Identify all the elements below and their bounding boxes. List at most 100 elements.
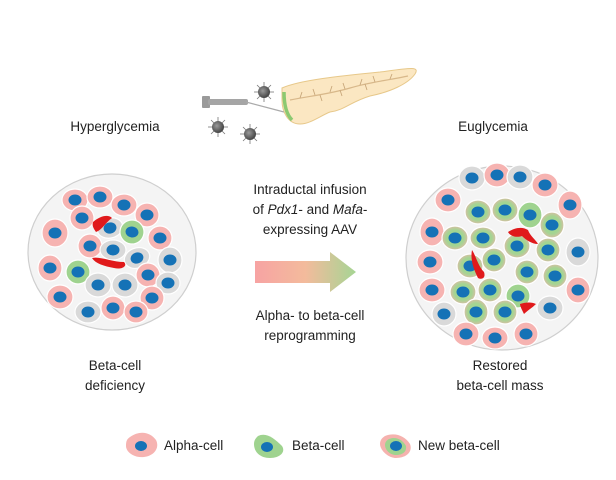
process-line1: Alpha- to beta-cell xyxy=(255,308,365,323)
treatment-line3: expressing AAV xyxy=(262,222,358,237)
beta-cell xyxy=(517,201,543,229)
nucleus xyxy=(520,266,534,278)
nucleus xyxy=(53,291,67,303)
blood-vessel xyxy=(508,227,538,244)
nucleus xyxy=(141,269,155,281)
nucleus xyxy=(548,270,562,282)
alpha-cell xyxy=(557,190,583,220)
treatment-text: - and xyxy=(298,202,333,217)
alpha-cell xyxy=(565,276,591,304)
beta-cell xyxy=(65,259,91,285)
nucleus xyxy=(145,292,159,304)
alpha-cell xyxy=(77,233,103,259)
nucleus xyxy=(545,219,559,231)
nucleus xyxy=(465,172,479,184)
other-cell xyxy=(74,300,102,324)
left-caption-line1: Beta-cell xyxy=(88,358,142,373)
alpha-cell xyxy=(134,202,160,228)
nucleus xyxy=(541,244,555,256)
nucleus xyxy=(140,209,154,221)
newbeta-cell xyxy=(449,279,477,305)
blood-vessel xyxy=(92,215,112,232)
nucleus xyxy=(83,240,97,252)
nucleus xyxy=(118,279,132,291)
nucleus xyxy=(106,244,120,256)
alpha-cell xyxy=(135,262,161,288)
nucleus xyxy=(91,279,105,291)
newbeta-cell xyxy=(441,225,469,251)
right-caption-line2: beta-cell mass xyxy=(456,378,544,393)
alpha-cell xyxy=(139,285,165,311)
nucleus xyxy=(487,254,501,266)
blood-vessel xyxy=(92,257,126,269)
alpha-cell-icon xyxy=(126,432,158,458)
alpha-cell xyxy=(46,284,74,310)
alpha-cell xyxy=(147,225,173,251)
right-caption-line1: Restored xyxy=(472,358,528,373)
reprogramming-arrow xyxy=(255,252,356,292)
legend-new-beta-cell: New beta-cell xyxy=(418,438,500,453)
nucleus xyxy=(488,332,502,344)
nucleus xyxy=(68,194,82,206)
alpha-cell xyxy=(41,218,69,248)
other-cell xyxy=(431,301,457,327)
alpha-cell xyxy=(419,217,445,247)
beta-cell xyxy=(119,219,145,245)
nucleus xyxy=(498,204,512,216)
nucleus xyxy=(498,306,512,318)
nucleus xyxy=(571,284,585,296)
blood-vessel xyxy=(471,250,485,279)
pancreas-illustration xyxy=(281,68,417,125)
treatment-line1: Intraductal infusion xyxy=(253,182,367,197)
newbeta-cell xyxy=(491,197,519,223)
nucleus xyxy=(476,232,490,244)
treatment-text: of xyxy=(252,202,268,217)
other-cell xyxy=(111,272,139,298)
islet-euglycemia xyxy=(405,162,599,351)
alpha-cell xyxy=(483,162,511,188)
nucleus xyxy=(510,240,524,252)
islet-hyperglycemia xyxy=(27,173,197,331)
nucleus xyxy=(519,328,533,340)
gene-mafa: Mafa xyxy=(332,202,363,217)
alpha-cell xyxy=(100,295,126,321)
nucleus xyxy=(161,277,175,289)
newbeta-cell xyxy=(514,259,540,285)
newbeta-cell xyxy=(469,226,497,250)
nucleus xyxy=(425,284,439,296)
nucleus xyxy=(563,199,577,211)
alpha-cell xyxy=(110,193,138,217)
treatment-line2: of Pdx1- and Mafa- xyxy=(220,200,400,219)
nucleus xyxy=(483,284,497,296)
aav-virus-icons xyxy=(208,82,274,144)
nucleus xyxy=(71,266,85,278)
nucleus xyxy=(81,306,95,318)
nucleus xyxy=(513,171,527,183)
hyperglycemia-label: Hyperglycemia xyxy=(70,119,160,134)
nucleus xyxy=(75,212,89,224)
alpha-cell xyxy=(434,187,462,213)
nucleus xyxy=(456,286,470,298)
treatment-text: - xyxy=(362,202,368,217)
nucleus xyxy=(441,194,455,206)
nucleus xyxy=(153,232,167,244)
nucleus xyxy=(543,302,557,314)
nucleus xyxy=(423,256,437,268)
nucleus xyxy=(130,252,144,264)
nucleus xyxy=(48,227,62,239)
left-caption-line2: deficiency xyxy=(84,378,146,393)
alpha-cell xyxy=(123,300,149,324)
other-cell xyxy=(157,246,183,274)
newbeta-cell xyxy=(492,299,518,325)
nucleus xyxy=(103,222,117,234)
alpha-cell xyxy=(37,254,63,282)
legend-beta-cell: Beta-cell xyxy=(292,438,345,453)
newbeta-cell xyxy=(481,247,507,273)
nucleus xyxy=(448,232,462,244)
alpha-cell xyxy=(531,172,559,198)
syringe-icon xyxy=(202,96,285,113)
nucleus xyxy=(571,246,585,258)
nucleus xyxy=(43,262,57,274)
process-line2: reprogramming xyxy=(264,328,356,343)
